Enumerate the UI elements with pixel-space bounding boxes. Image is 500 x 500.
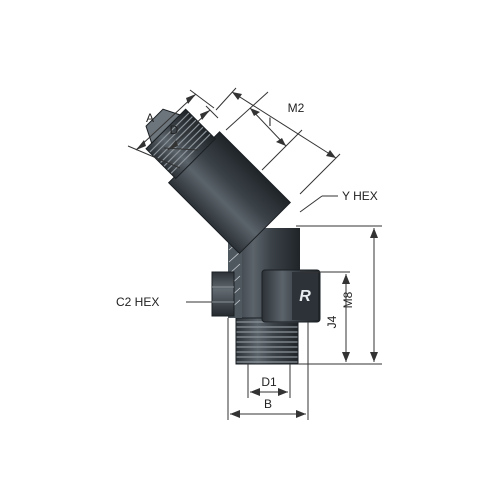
- dim-d1: [247, 364, 291, 398]
- dim-m8: [296, 225, 382, 365]
- label-m2: M2: [288, 101, 305, 115]
- dim-m2: [215, 87, 341, 195]
- dim-d: [163, 105, 219, 151]
- logo-mark: R: [299, 288, 311, 305]
- angled-body: [145, 108, 291, 255]
- label-a: A: [146, 111, 154, 125]
- leader-y-hex: [299, 195, 338, 213]
- upper-thread-lines: [149, 112, 211, 174]
- label-c2-hex: C2 HEX: [116, 295, 159, 309]
- label-m8: M8: [341, 291, 355, 308]
- label-d: D: [170, 123, 179, 137]
- label-b: B: [264, 397, 272, 411]
- dim-b: [227, 318, 309, 420]
- label-j4: J4: [325, 315, 339, 328]
- c2-hex-nut: [211, 271, 235, 317]
- dim-a: [127, 89, 215, 169]
- dim-j4: [300, 271, 350, 362]
- label-l: l: [269, 115, 272, 129]
- dim-l: [225, 91, 303, 171]
- y-hex: [261, 269, 321, 323]
- label-d1: D1: [261, 375, 277, 389]
- label-y-hex: Y HEX: [342, 189, 378, 203]
